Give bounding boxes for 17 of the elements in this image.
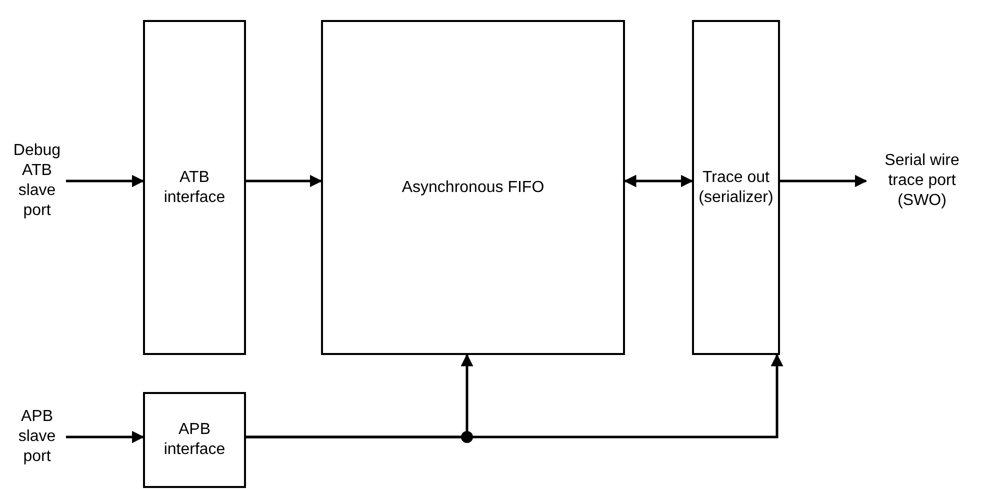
block-label: ATB interface [162,168,226,208]
port-label: Debug ATB slave port [12,141,62,221]
port-label: Serial wire trace port (SWO) [884,151,960,211]
port-label: APB slave port [17,407,57,467]
arrow [66,430,144,444]
block-box [692,20,780,355]
arrow [66,174,144,188]
arrow [246,174,322,188]
block-label: Asynchronous FIFO [402,178,544,198]
block-label: APB interface [162,420,226,460]
block-box [143,392,246,488]
arrow [780,174,868,188]
block-box [143,20,246,355]
block-box [321,20,625,355]
block-label: Trace out (serializer) [698,168,774,208]
arrow [624,174,694,188]
arrow [246,354,784,438]
